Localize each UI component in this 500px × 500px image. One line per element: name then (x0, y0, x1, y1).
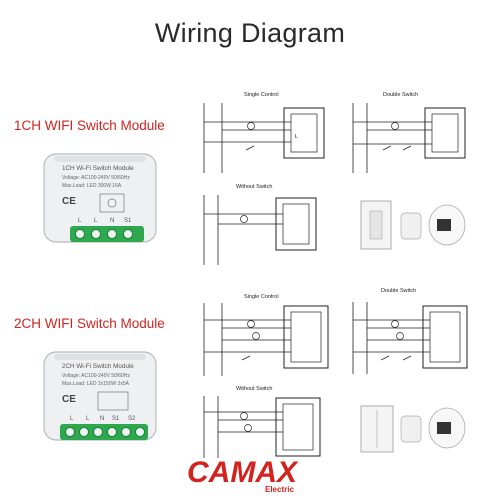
diagram-1ch-without-label: Without Switch (236, 184, 272, 190)
diagram-1ch-double: Double Switch (352, 92, 466, 173)
svg-text:L: L (70, 416, 74, 422)
ce-mark-icon: CE (62, 196, 76, 207)
module-2ch-line3: Max.Load: LED 2x150W 2x5A (62, 381, 130, 387)
module-1ch-image: 1CH Wi-Fi Switch Module Voltage: AC100-2… (43, 153, 157, 243)
svg-text:CAMAX: CAMAX (187, 456, 299, 489)
diagram-1ch-single-label: Single Control (244, 92, 279, 98)
diagram-1ch-without: Without Switch (203, 184, 317, 265)
section-label-1ch: 1CH WIFI Switch Module (14, 118, 165, 133)
svg-text:L: L (86, 416, 90, 422)
svg-text:S1: S1 (112, 416, 120, 422)
svg-text:S1: S1 (124, 218, 132, 224)
physical-switch-2ch (360, 405, 466, 453)
svg-text:L: L (295, 134, 298, 140)
diagram-2ch-single-label: Single Control (244, 294, 279, 300)
module-2ch-image: 2CH Wi-Fi Switch Module Voltage: AC100-2… (43, 351, 157, 441)
module-1ch-line3: Max.Load: LED 300W 16A (62, 183, 122, 189)
svg-text:L: L (78, 218, 82, 224)
svg-text:L: L (94, 218, 98, 224)
module-2ch-line2: Voltage: AC100-240V 50/60Hz (62, 373, 130, 379)
svg-text:S2: S2 (128, 416, 136, 422)
diagram-1ch-double-label: Double Switch (383, 92, 418, 98)
diagram-2ch-double: Double Switch (352, 288, 468, 374)
diagram-2ch-without-label: Without Switch (236, 386, 272, 392)
page-title: Wiring Diagram (154, 18, 346, 48)
module-1ch-line2: Voltage: AC100-240V 50/60Hz (62, 175, 130, 181)
module-1ch-line1: 1CH Wi-Fi Switch Module (62, 165, 134, 172)
camax-logo: CAMAX Electric (187, 456, 299, 494)
physical-switch-1ch (360, 200, 466, 250)
svg-text:N: N (110, 218, 114, 224)
ce-mark-icon: CE (62, 394, 76, 405)
diagram-2ch-double-label: Double Switch (381, 288, 416, 294)
diagram-1ch-single: Single Control L (203, 92, 325, 173)
module-2ch-line1: 2CH Wi-Fi Switch Module (62, 363, 134, 370)
svg-text:Electric: Electric (265, 485, 294, 494)
diagram-2ch-without: Without Switch (203, 386, 321, 458)
svg-text:N: N (100, 416, 104, 422)
section-label-2ch: 2CH WIFI Switch Module (14, 316, 165, 331)
diagram-2ch-single: Single Control (203, 294, 329, 376)
